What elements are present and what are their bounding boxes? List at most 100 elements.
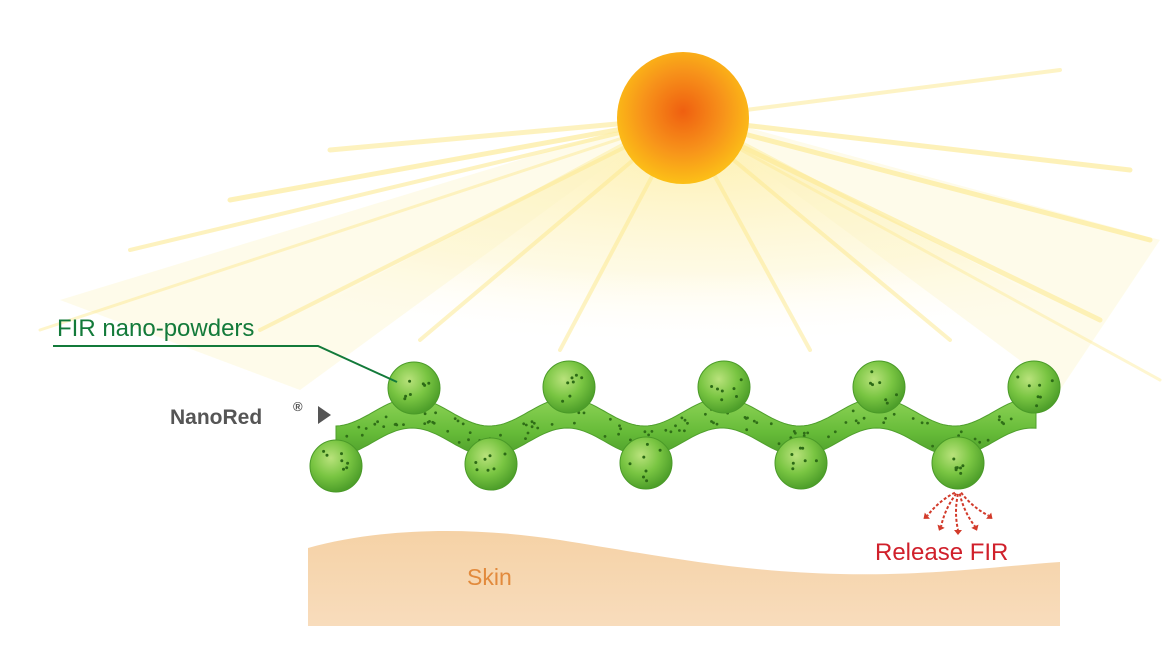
registered-mark: ® (293, 399, 303, 414)
nano-powder-ball (542, 360, 596, 414)
fiber-dot (577, 411, 581, 415)
fiber-dot (582, 411, 586, 415)
fiber-dot (777, 442, 781, 446)
sun-icon (617, 52, 749, 184)
powders-label: FIR nano-powders (57, 315, 254, 342)
fiber-dot (650, 430, 654, 433)
fiber-dot (931, 444, 934, 448)
fiber-dot (618, 424, 621, 428)
fir-nano-powder-balls (309, 360, 1061, 493)
sunlight-glow (60, 110, 1160, 390)
fabric-pointer-icon (318, 406, 331, 424)
fiber-dot (364, 427, 368, 430)
nano-powder-ball (309, 439, 363, 493)
fiber-dot (468, 431, 472, 434)
fiber-dot (423, 422, 427, 425)
fiber-dot (911, 417, 915, 420)
fiber-dot (683, 429, 686, 433)
fiber-dot (357, 425, 361, 429)
fiber-dot (453, 417, 457, 420)
fiber-dot (530, 420, 534, 424)
release-arrow (958, 493, 976, 527)
fiber-dot (393, 423, 397, 426)
nano-powder-ball (697, 360, 751, 414)
fiber-dot (456, 419, 460, 423)
fiber-dot (851, 409, 855, 413)
fiber-dot (423, 412, 427, 416)
fiber-dot (959, 430, 963, 434)
fiber-dot (715, 422, 719, 426)
fiber-dot (802, 434, 806, 438)
fiber-dot (536, 426, 540, 430)
arrow-head-icon (923, 512, 930, 519)
nano-powder-ball (931, 436, 985, 490)
nano-powder-ball (619, 436, 673, 490)
fiber-dot (973, 437, 977, 441)
fiber-dot (827, 435, 830, 439)
fiber-dot (382, 425, 386, 428)
powders-callout: FIR nano-powders (53, 315, 398, 383)
fiber-dot (532, 421, 536, 425)
skin-layer (308, 530, 1060, 626)
release-arrow (960, 491, 990, 517)
fiber-dot (806, 431, 810, 435)
release-arrow (940, 492, 958, 527)
fiber-dot (384, 415, 388, 419)
fiber-dot (524, 423, 528, 427)
fiber-dot (431, 420, 435, 424)
fiber-dot (467, 438, 470, 442)
fiber-dot (573, 421, 576, 425)
fiber-dot (926, 421, 929, 425)
fiber-dot (446, 429, 450, 433)
fiber-dot (617, 432, 620, 436)
release-arrow (926, 491, 956, 517)
fiber-dot (603, 435, 607, 438)
fiber-dot (704, 412, 707, 416)
fiber-dot (854, 419, 858, 423)
fiber-dot (373, 422, 377, 426)
nano-powder-ball (852, 360, 906, 414)
fiber-dot (978, 440, 982, 444)
fiber-dot (402, 423, 405, 426)
release-label: Release FIR (875, 539, 1008, 566)
fiber-dot (920, 421, 924, 425)
fiber-dot (499, 433, 502, 437)
arrow-head-icon (971, 524, 979, 531)
fiber-dot (360, 433, 364, 437)
fiber-dot (428, 420, 431, 423)
fiber-dot (643, 430, 647, 434)
nano-powder-ball (464, 437, 518, 491)
nano-powder-ball (387, 361, 441, 415)
fiber-dot (664, 428, 668, 432)
fiber-dot (550, 423, 554, 426)
powders-leader-line (53, 345, 398, 383)
fiber-dot (345, 434, 349, 438)
fiber-dot (683, 418, 687, 422)
fiber-dot (857, 421, 860, 425)
fiber-dot (461, 422, 465, 426)
fiber-dot (998, 415, 1001, 418)
fiber-dot (882, 421, 886, 424)
fiber-dot (629, 438, 632, 442)
fiber-dot (674, 424, 677, 428)
fiber-dot (524, 437, 527, 440)
fiber-dot (744, 417, 748, 420)
fiber-dot (647, 433, 650, 437)
release-fir-arrows (923, 491, 993, 535)
fiber-dot (712, 421, 715, 425)
fiber-dot (1002, 422, 1005, 426)
fiber-dot (526, 431, 530, 435)
fiber-dot (434, 411, 437, 415)
fiber-dot (609, 417, 612, 421)
fiber-dot (669, 430, 673, 434)
fiber-dot (997, 418, 1001, 422)
skin-label: Skin (467, 564, 512, 590)
nanored-fiber (335, 397, 1037, 457)
fiber-dot (680, 416, 684, 420)
fiber-dot (1009, 417, 1013, 421)
fiber-dot (530, 425, 534, 429)
fiber-dot (833, 430, 837, 434)
fiber-dot (892, 412, 896, 416)
